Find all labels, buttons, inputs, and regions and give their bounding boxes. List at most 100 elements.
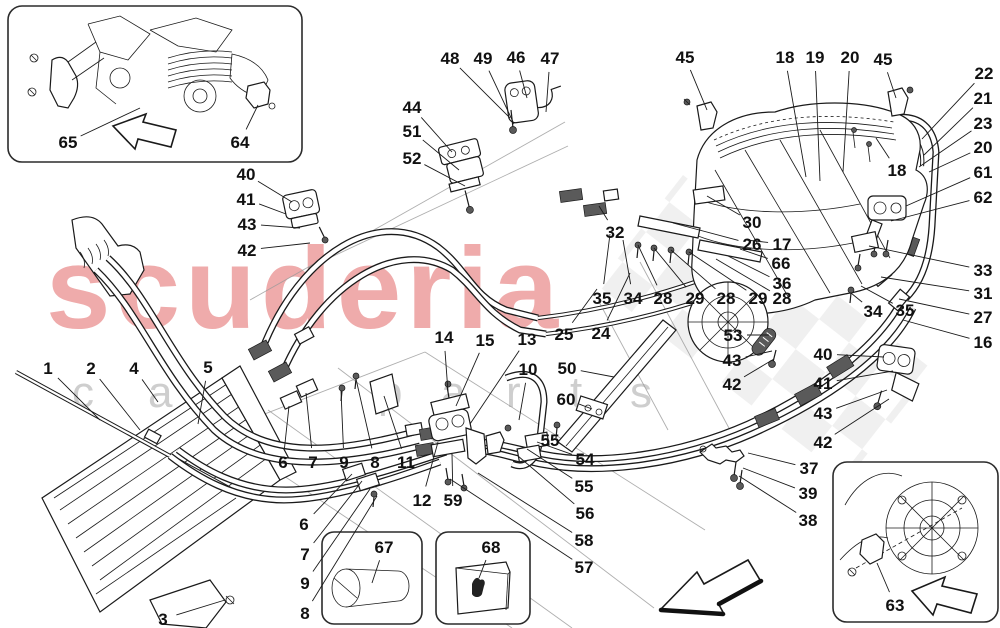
leader-line-25 xyxy=(571,288,598,323)
leader-line-41 xyxy=(258,203,287,215)
leader-line-52 xyxy=(424,164,466,187)
callout-51: 51 xyxy=(403,122,422,141)
leader-line-5 xyxy=(197,380,207,425)
direction-arrow xyxy=(658,558,764,617)
callout-9: 9 xyxy=(339,453,348,472)
leader-line-54 xyxy=(536,441,572,455)
leader-line-11 xyxy=(383,395,402,449)
leader-line-7 xyxy=(305,392,313,449)
leader-line-37 xyxy=(747,452,796,466)
bracket-46-47 xyxy=(504,80,562,134)
callout-28: 28 xyxy=(717,289,736,308)
callout-18: 18 xyxy=(776,48,795,67)
leader-line-30 xyxy=(706,195,741,216)
callout-11: 11 xyxy=(397,453,415,472)
callout-65: 65 xyxy=(59,133,78,152)
engine-mount-sketch xyxy=(149,17,276,113)
callout-40: 40 xyxy=(814,345,833,364)
leader-line-58 xyxy=(477,472,573,533)
inset-clutch-cover-box xyxy=(832,461,999,623)
leader-line-42 xyxy=(743,358,775,378)
leader-lines xyxy=(57,67,975,616)
leader-line-39 xyxy=(742,467,796,489)
leader-line-45 xyxy=(689,69,708,111)
callout-3: 3 xyxy=(158,610,167,628)
inset-sleeve-box xyxy=(321,531,423,625)
inset-plate-box xyxy=(435,531,531,625)
callout-5: 5 xyxy=(203,358,212,377)
callout-27: 27 xyxy=(974,308,993,327)
callout-30: 30 xyxy=(743,213,762,232)
callout-66: 66 xyxy=(772,254,791,273)
leader-line-33 xyxy=(868,245,970,268)
leader-line-57 xyxy=(449,478,573,560)
callout-42: 42 xyxy=(723,375,742,394)
callout-6: 6 xyxy=(278,453,287,472)
callout-18: 18 xyxy=(888,161,907,180)
leader-line-46 xyxy=(519,70,528,99)
thermostat-right xyxy=(873,344,920,411)
callout-43: 43 xyxy=(723,351,742,370)
callout-52: 52 xyxy=(403,149,422,168)
leader-line-49 xyxy=(488,70,515,125)
sleeve-67 xyxy=(331,568,410,608)
leader-line-48 xyxy=(459,67,511,119)
callout-10: 10 xyxy=(519,360,538,379)
leader-line-28 xyxy=(670,249,716,290)
leader-line-34 xyxy=(850,292,863,303)
callout-14: 14 xyxy=(435,328,454,347)
callout-19: 19 xyxy=(806,48,825,67)
leader-line-56 xyxy=(517,455,575,505)
callout-43: 43 xyxy=(238,215,257,234)
leader-line-6 xyxy=(284,405,290,449)
bracket-64 xyxy=(245,81,271,109)
callout-44: 44 xyxy=(403,98,422,117)
leader-line-6 xyxy=(313,473,353,515)
leader-line-32 xyxy=(598,205,609,221)
callout-34: 34 xyxy=(864,302,883,321)
leader-line-3 xyxy=(176,599,226,616)
leader-line-59 xyxy=(451,453,454,487)
callout-25: 25 xyxy=(555,325,574,344)
leader-line-24 xyxy=(606,272,631,321)
leader-line-47 xyxy=(545,71,550,113)
callout-29: 29 xyxy=(686,289,705,308)
callout-50: 50 xyxy=(558,359,577,378)
hose-clamps xyxy=(279,372,561,508)
leader-line-17 xyxy=(745,239,769,243)
leader-line-28 xyxy=(715,258,771,292)
leader-line-43 xyxy=(260,224,301,229)
callout-42: 42 xyxy=(814,433,833,452)
callout-67: 67 xyxy=(375,538,394,557)
leader-line-9 xyxy=(340,390,344,449)
callout-34: 34 xyxy=(624,289,643,308)
leader-line-12 xyxy=(425,441,439,487)
leader-line-8 xyxy=(311,495,378,602)
leader-line-40 xyxy=(836,354,885,358)
direction-arrow-icon xyxy=(111,112,178,151)
leader-line-1 xyxy=(57,377,101,421)
callout-29: 29 xyxy=(749,289,768,308)
leader-line-18 xyxy=(875,137,890,159)
leader-line-43 xyxy=(836,389,888,409)
callout-40: 40 xyxy=(237,165,256,184)
callout-39: 39 xyxy=(799,484,818,503)
callout-7: 7 xyxy=(300,545,309,564)
direction-arrow-icon xyxy=(910,575,979,617)
leader-line-65 xyxy=(80,107,141,137)
callout-13: 13 xyxy=(518,330,537,349)
callout-49: 49 xyxy=(474,49,493,68)
callout-55: 55 xyxy=(541,431,560,450)
leader-line-51 xyxy=(422,139,460,171)
leader-line-7 xyxy=(313,480,363,544)
callout-43: 43 xyxy=(814,404,833,423)
callout-28: 28 xyxy=(654,289,673,308)
callout-57: 57 xyxy=(575,558,594,577)
callout-20: 20 xyxy=(841,48,860,67)
callout-1: 1 xyxy=(43,359,52,378)
leader-line-44 xyxy=(420,117,453,153)
callout-12: 12 xyxy=(413,491,432,510)
